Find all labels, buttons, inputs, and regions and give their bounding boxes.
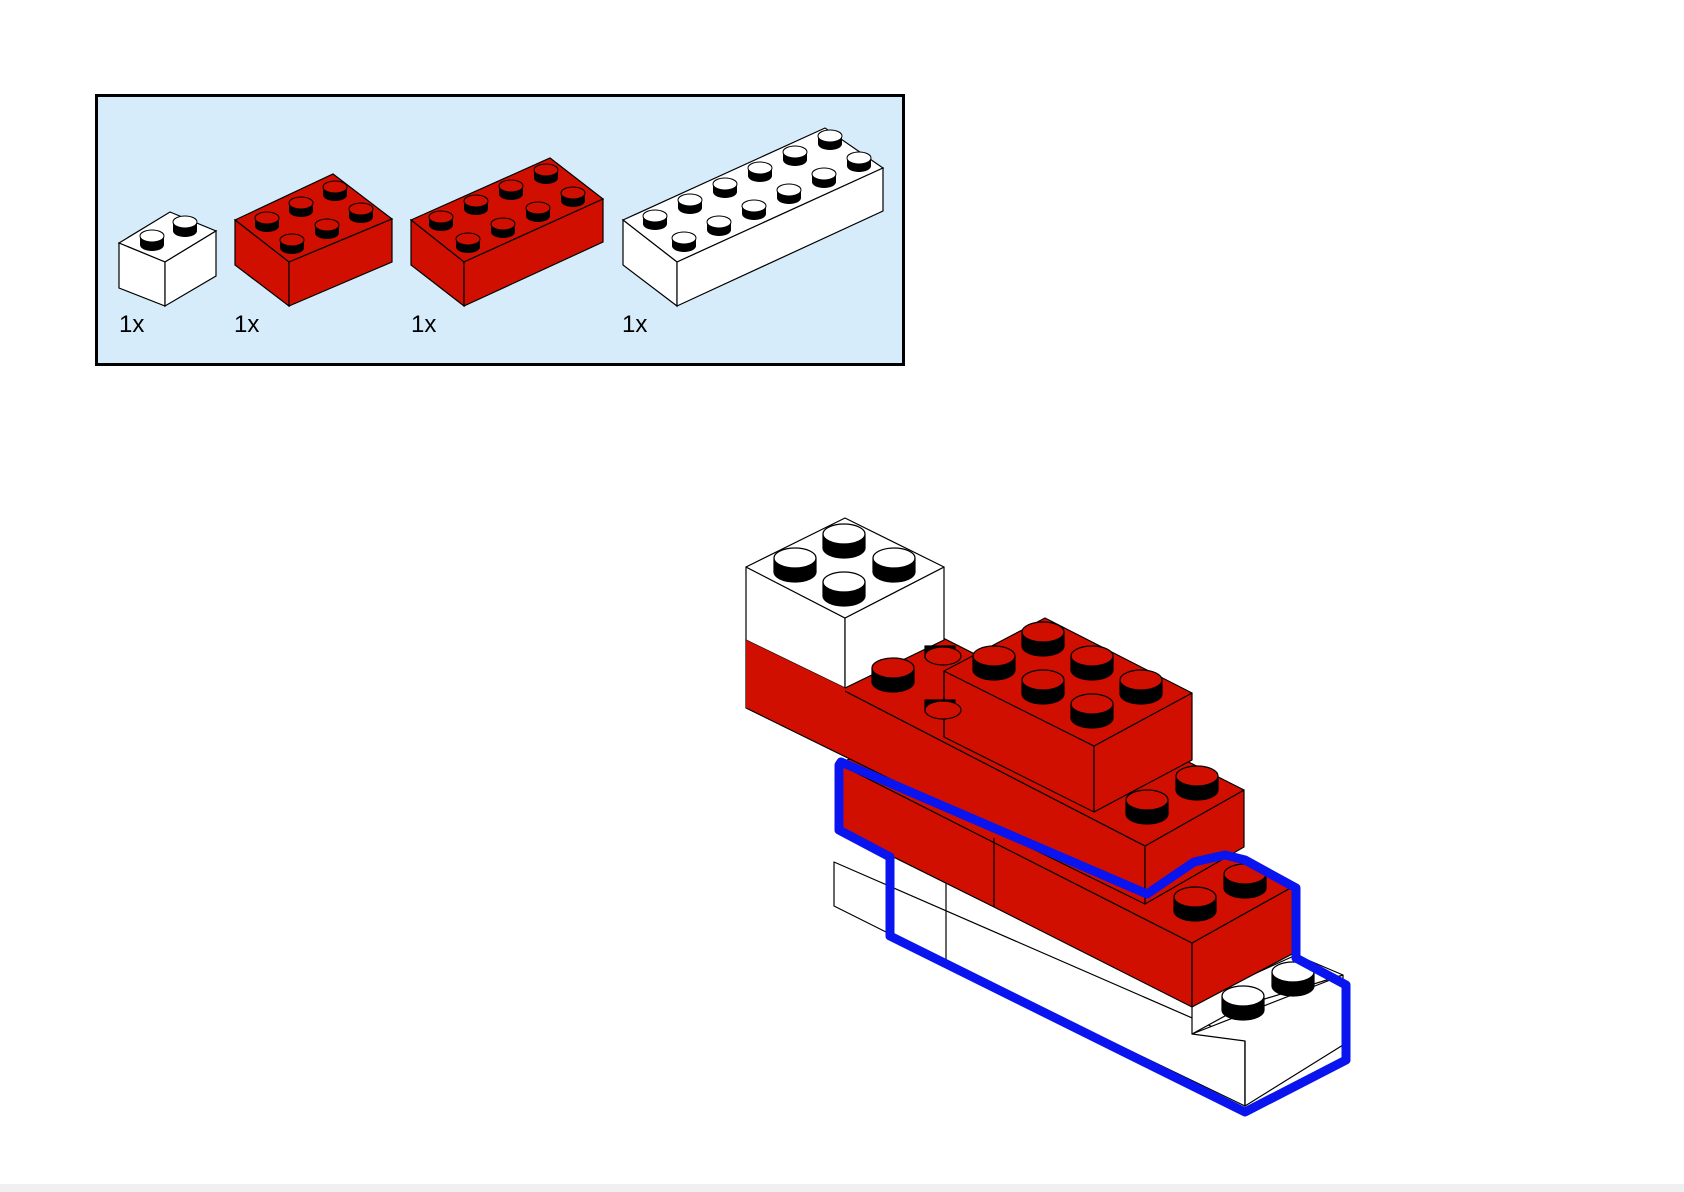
part-quantity-label: 1x [622,311,647,338]
part-brick-2x4-red-icon [409,157,605,308]
part-brick-2x3-red-icon [233,173,394,308]
part-quantity-label: 1x [234,311,259,338]
part-brick-2x6-white-icon [621,127,885,308]
part-quantity-label: 1x [411,311,436,338]
assembly-model [745,517,1344,1107]
new-parts-highlight-outline [834,757,1351,1117]
part-brick-1x2-white-icon [117,211,218,308]
part-quantity-label: 1x [119,311,144,338]
page-bottom-strip [0,1184,1684,1192]
